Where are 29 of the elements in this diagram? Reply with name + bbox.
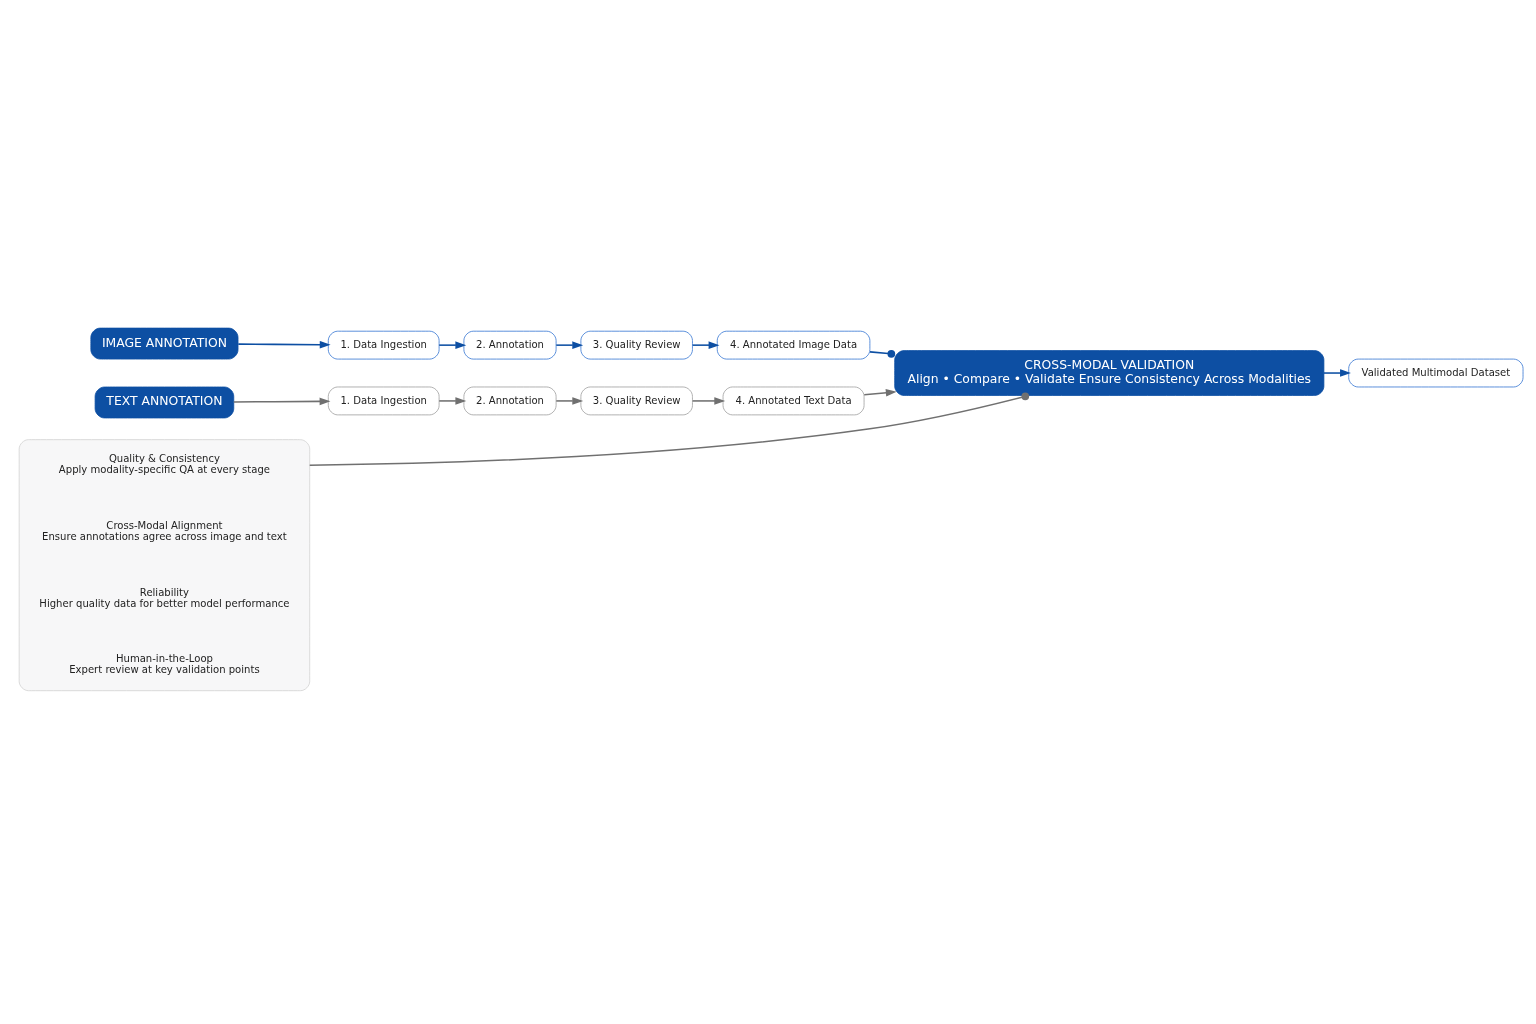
- arrow: [438, 340, 467, 349]
- arrow: [1323, 368, 1351, 377]
- node-text: Reliability Higher quality data for better model performance: [39, 586, 290, 609]
- node-box: 3. Quality Review: [580, 386, 693, 415]
- node-box: Validated Multimodal Dataset: [1348, 358, 1524, 387]
- connector: [869, 349, 896, 358]
- node-box: CROSS-MODAL VALIDATION Align • Compare • Validate Ensure Consistency Across Modalities: [894, 349, 1325, 396]
- node-box: 1. Data Ingestion: [327, 330, 440, 359]
- node-box: 1. Data Ingestion: [327, 386, 440, 415]
- arrow: [691, 396, 726, 405]
- connector: [308, 391, 1030, 466]
- node-box: 3. Quality Review: [580, 330, 693, 359]
- arrow: [555, 340, 584, 349]
- arrow: [691, 340, 720, 349]
- arrow: [555, 396, 584, 405]
- cluster: [18, 438, 311, 691]
- arrow: [438, 396, 467, 405]
- node-text: Cross-Modal Alignment Ensure annotations agree across image and text: [42, 519, 287, 542]
- node-box: 4. Annotated Image Data: [716, 330, 871, 359]
- arrow: [863, 388, 897, 397]
- node-box: IMAGE ANNOTATION: [90, 327, 239, 359]
- arrow: [237, 340, 331, 348]
- node-box: 2. Annotation: [463, 386, 557, 415]
- node-box: 2. Annotation: [463, 330, 557, 359]
- node-text: Human-in-the-Loop Expert review at key validation points: [69, 652, 260, 675]
- arrow: [233, 397, 331, 405]
- node-box: TEXT ANNOTATION: [94, 386, 235, 418]
- node-box: 4. Annotated Text Data: [722, 386, 865, 415]
- node-text: Quality & Consistency Apply modality-specific QA at every stage: [58, 452, 271, 475]
